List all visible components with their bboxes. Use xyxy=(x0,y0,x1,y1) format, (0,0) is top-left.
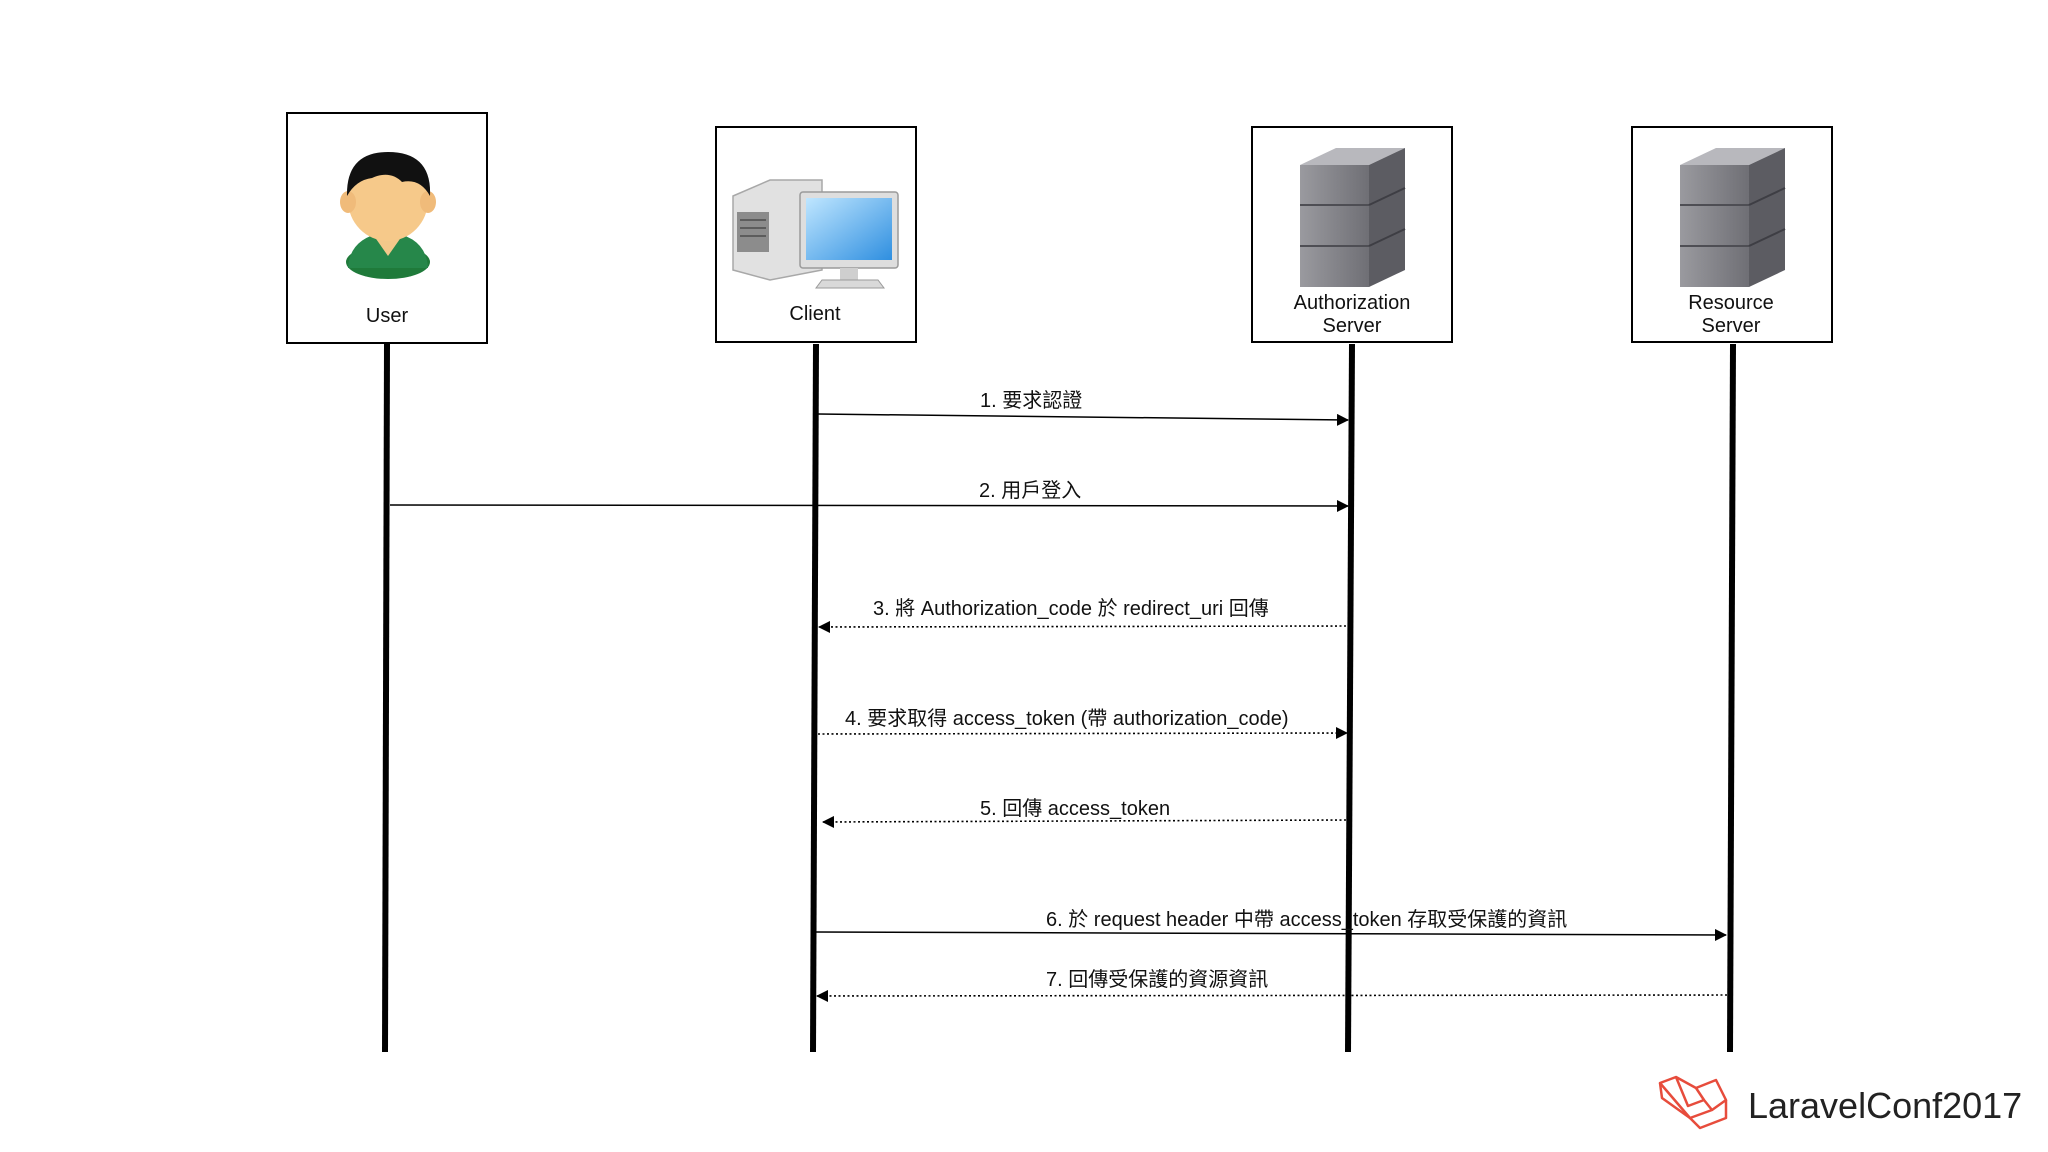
user-avatar-icon xyxy=(340,152,436,279)
actor-client-label: Client xyxy=(789,303,841,325)
message-3: 3. 將 Authorization_code 於 redirect_uri 回… xyxy=(818,597,1347,633)
brand-text: LaravelConf2017 xyxy=(1748,1085,2022,1126)
authorization-server-lifeline xyxy=(1345,343,1355,1053)
message-4: 4. 要求取得 access_token (帶 authorization_co… xyxy=(817,707,1348,740)
actor-authorization-server-label-line1: Authorization xyxy=(1294,292,1411,314)
message-2-label: 2. 用戶登入 xyxy=(979,479,1081,502)
message-1-arrow xyxy=(817,413,1349,426)
message-6-arrow xyxy=(815,928,1727,941)
message-1-label: 1. 要求認證 xyxy=(980,389,1082,412)
message-1: 1. 要求認證 xyxy=(817,389,1349,426)
desktop-computer-icon xyxy=(732,179,899,289)
message-4-label: 4. 要求取得 access_token (帶 authorization_co… xyxy=(845,707,1289,730)
message-4-arrow xyxy=(817,727,1348,740)
message-5-arrow xyxy=(822,815,1347,828)
message-2-arrow xyxy=(389,499,1349,512)
user-lifeline xyxy=(382,343,390,1053)
branding: LaravelConf2017 xyxy=(1658,1075,2022,1130)
actor-client: Client xyxy=(715,126,917,343)
actor-resource-server-label-line1: Resource xyxy=(1688,292,1774,314)
server-tower-icon xyxy=(1300,148,1406,287)
message-3-label: 3. 將 Authorization_code 於 redirect_uri 回… xyxy=(873,597,1269,620)
message-5-label: 5. 回傳 access_token xyxy=(980,797,1170,820)
message-7: 7. 回傳受保護的資源資訊 xyxy=(816,968,1728,1002)
actor-resource-server: Resource Server xyxy=(1631,126,1833,343)
message-5: 5. 回傳 access_token xyxy=(822,797,1347,828)
actor-authorization-server: Authorization Server xyxy=(1251,126,1453,343)
message-6: 6. 於 request header 中帶 access_token 存取受保… xyxy=(815,908,1727,941)
message-3-arrow xyxy=(818,620,1347,633)
message-7-arrow xyxy=(816,989,1728,1002)
actor-user: User xyxy=(286,112,488,344)
laravel-logo-icon xyxy=(1658,1075,1728,1130)
actor-resource-server-label-line2: Server xyxy=(1702,315,1761,337)
actor-user-label: User xyxy=(366,305,409,327)
client-lifeline xyxy=(810,343,819,1053)
actor-authorization-server-label-line2: Server xyxy=(1323,315,1382,337)
message-2: 2. 用戶登入 xyxy=(389,479,1349,512)
message-6-label: 6. 於 request header 中帶 access_token 存取受保… xyxy=(1046,908,1567,931)
message-7-label: 7. 回傳受保護的資源資訊 xyxy=(1046,968,1268,991)
resource-server-lifeline xyxy=(1727,343,1736,1053)
server-tower-icon xyxy=(1680,148,1786,287)
